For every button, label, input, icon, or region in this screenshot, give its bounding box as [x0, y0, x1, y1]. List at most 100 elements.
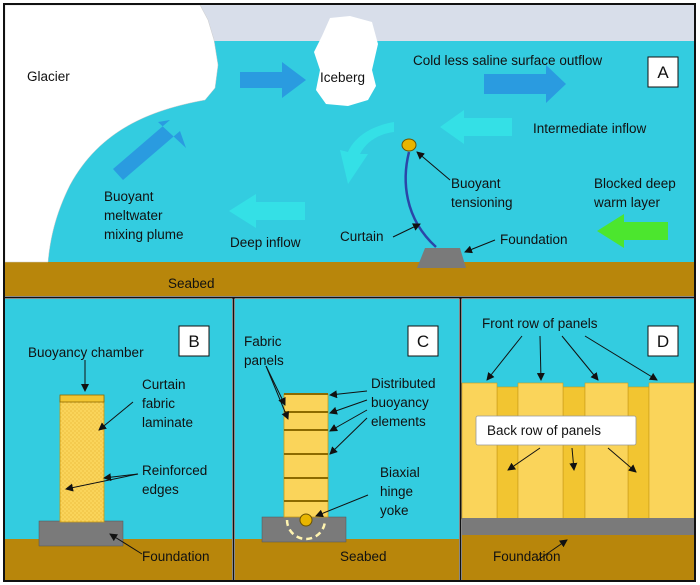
hinge-yoke	[299, 513, 313, 527]
deep-inflow-arrow	[229, 194, 305, 228]
foundation-leader	[464, 239, 496, 254]
fabric-panels-label-2: panels	[244, 353, 284, 368]
blocked-layer-label-1: Blocked deep	[594, 176, 676, 191]
curved-flow-arrow	[340, 122, 394, 184]
panel-d-letter: D	[657, 332, 669, 351]
buoyancy-leader-3	[329, 409, 368, 432]
back-row-label: Back row of panels	[487, 423, 601, 438]
buoyancy-leader-4	[329, 417, 368, 455]
panel-b-letter: B	[188, 332, 199, 351]
panel-d-seabed	[462, 532, 694, 580]
edges-label-1: Reinforced	[142, 463, 207, 478]
fabric-panels-leader-2	[265, 365, 290, 420]
deep-inflow-label: Deep inflow	[230, 235, 301, 250]
fabric-leader	[98, 401, 134, 431]
front-panel	[648, 382, 695, 520]
iceberg-label: Iceberg	[320, 70, 365, 85]
surface-arrow-left	[240, 62, 306, 98]
seabed-label-a: Seabed	[168, 276, 215, 291]
back-panel	[627, 386, 650, 520]
blocked-layer-arrow	[597, 214, 668, 248]
front-leader-4	[584, 335, 658, 381]
hinge-label-1: Biaxial	[380, 465, 420, 480]
hinge-arc	[285, 519, 327, 541]
foundation-leader-b	[109, 533, 143, 555]
back-leader-1	[507, 447, 541, 471]
foundation-label-b: Foundation	[142, 549, 210, 564]
panel-c-seabed	[235, 539, 459, 580]
plume-label-1: Buoyant	[104, 189, 154, 204]
fabric-label-1: Curtain	[142, 377, 186, 392]
fabric-panel	[283, 393, 329, 413]
hinge-label-2: hinge	[380, 484, 413, 499]
buoyancy-leader-1	[329, 390, 368, 399]
panel-d: Front row of panels Back row of panels F…	[461, 299, 695, 580]
front-row-panels	[461, 382, 695, 520]
seabed-label-c: Seabed	[340, 549, 387, 564]
fabric-label-3: laminate	[142, 415, 193, 430]
panel-a: Glacier Iceberg Cold less saline surface…	[5, 5, 694, 296]
panel-b-foundation	[38, 520, 124, 547]
front-panel	[517, 382, 564, 520]
curtain-label: Curtain	[340, 229, 384, 244]
curtain-fabric	[59, 396, 105, 523]
buoyancy-chamber-label: Buoyancy chamber	[28, 345, 144, 360]
tensioning-leader	[416, 151, 451, 181]
fabric-panel	[283, 429, 329, 455]
panel-c: Fabric panels Distributed buoyancy eleme…	[235, 299, 459, 580]
foundation-leader-d	[537, 539, 568, 561]
plume-label-3: mixing plume	[104, 227, 184, 242]
curtain-leader	[392, 223, 421, 238]
blocked-layer-label-2: warm layer	[593, 195, 661, 210]
frame	[3, 3, 696, 582]
hinge-label-3: yoke	[380, 503, 409, 518]
iceberg-shape	[314, 16, 378, 106]
front-panel	[461, 382, 498, 520]
foundation-label-d: Foundation	[493, 549, 561, 564]
panel-a-foundation	[417, 248, 466, 268]
back-leader-3	[607, 447, 637, 473]
buoy	[401, 138, 417, 152]
panel-c-letter-box	[407, 325, 439, 357]
outer-border	[3, 3, 696, 582]
curtain-line	[404, 151, 437, 248]
fabric-panel-stack	[283, 393, 329, 518]
panel-a-letter-box	[647, 56, 679, 88]
buoyancy-leader-2	[329, 399, 368, 415]
back-panel	[496, 386, 519, 520]
panel-b-letter-box	[178, 325, 210, 357]
front-leader-2	[536, 335, 545, 381]
fabric-label-2: fabric	[142, 396, 175, 411]
tensioning-label-2: tensioning	[451, 195, 513, 210]
hinge-leader	[315, 494, 369, 518]
fabric-panel	[283, 411, 329, 431]
front-row-label: Front row of panels	[482, 316, 598, 331]
intermediate-inflow-arrow	[440, 110, 512, 144]
plume-label-2: meltwater	[104, 208, 163, 223]
distributed-label-3: elements	[371, 414, 426, 429]
fabric-panel	[283, 453, 329, 479]
edges-label-2: edges	[142, 482, 179, 497]
panel-b: Buoyancy chamber Curtain fabric laminate…	[5, 299, 232, 580]
intermediate-inflow-label: Intermediate inflow	[533, 121, 647, 136]
fabric-panel	[283, 477, 329, 502]
buoyancy-chamber	[59, 394, 105, 403]
distributed-label-1: Distributed	[371, 376, 436, 391]
back-panel	[562, 386, 586, 520]
glacier-label: Glacier	[27, 69, 70, 84]
plume-arrow	[113, 120, 186, 180]
surface-outflow-label: Cold less saline surface outflow	[413, 53, 602, 68]
tensioning-label-1: Buoyant	[451, 176, 501, 191]
panel-a-letter: A	[657, 63, 669, 82]
distributed-label-2: buoyancy	[371, 395, 429, 410]
fabric-panels-label-1: Fabric	[244, 334, 282, 349]
front-leader-3	[561, 335, 599, 381]
glacier-shape	[5, 5, 219, 263]
panel-a-seabed	[5, 262, 694, 296]
panel-c-letter: C	[417, 332, 429, 351]
panel-d-foundation	[462, 518, 694, 535]
panel-d-letter-box	[647, 325, 679, 357]
foundation-label-a: Foundation	[500, 232, 568, 247]
edges-leader-2	[65, 473, 139, 492]
